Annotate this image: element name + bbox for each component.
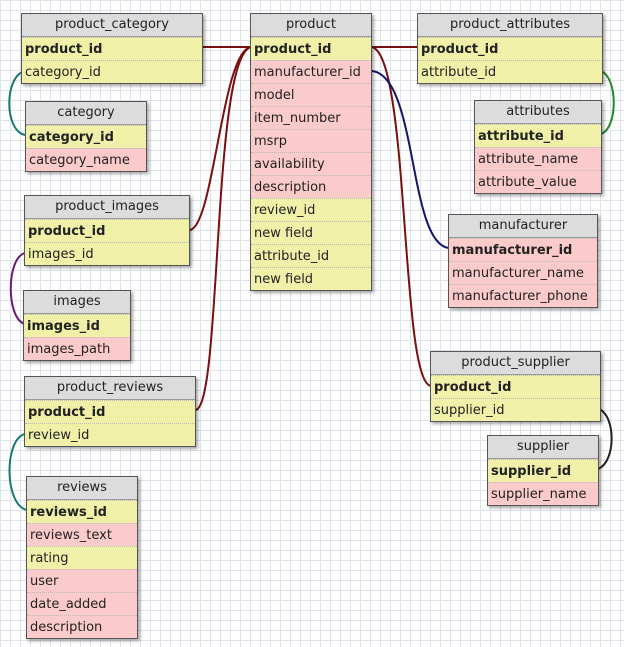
field-new-field-1[interactable]: new field: [251, 221, 371, 244]
field-description[interactable]: description: [251, 175, 371, 198]
table-title: product_category: [22, 14, 202, 37]
field-product_id[interactable]: product_id: [418, 37, 602, 60]
link-product_supplier-supplier: [597, 408, 613, 470]
field-manufacturer_id[interactable]: manufacturer_id: [251, 60, 371, 83]
table-product_images[interactable]: product_images product_id images_id: [24, 195, 190, 266]
link-product-product_images: [189, 46, 252, 231]
field-manufacturer_id[interactable]: manufacturer_id: [449, 238, 597, 261]
table-title: product_images: [25, 196, 189, 219]
table-manufacturer[interactable]: manufacturer manufacturer_id manufacture…: [448, 214, 598, 308]
table-title: supplier: [488, 436, 598, 459]
table-title: attributes: [475, 101, 601, 124]
field-manufacturer_name[interactable]: manufacturer_name: [449, 261, 597, 284]
field-images_id[interactable]: images_id: [24, 314, 130, 337]
link-product_attributes-attributes: [600, 70, 615, 135]
field-category_id[interactable]: category_id: [26, 125, 146, 148]
field-new-field-2[interactable]: new field: [251, 267, 371, 290]
table-product_attributes[interactable]: product_attributes product_id attribute_…: [417, 13, 603, 84]
field-msrp[interactable]: msrp: [251, 129, 371, 152]
field-images_path[interactable]: images_path: [24, 337, 130, 360]
table-product[interactable]: product product_id manufacturer_id model…: [250, 13, 372, 291]
field-item_number[interactable]: item_number: [251, 106, 371, 129]
table-title: reviews: [27, 477, 137, 500]
field-supplier_id[interactable]: supplier_id: [431, 398, 600, 421]
table-title: product_attributes: [418, 14, 602, 37]
link-product_reviews-reviews: [8, 433, 28, 511]
field-availability[interactable]: availability: [251, 152, 371, 175]
table-reviews[interactable]: reviews reviews_id reviews_text rating u…: [26, 476, 138, 639]
field-review_id[interactable]: review_id: [251, 198, 371, 221]
table-product_category[interactable]: product_category product_id category_id: [21, 13, 203, 84]
link-product_images-images: [9, 252, 26, 325]
table-title: product_reviews: [25, 377, 195, 400]
link-product_category-category: [8, 70, 26, 136]
table-category[interactable]: category category_id category_name: [25, 101, 147, 172]
field-attribute_id[interactable]: attribute_id: [251, 244, 371, 267]
field-product_id[interactable]: product_id: [22, 37, 202, 60]
table-title: product_supplier: [431, 352, 600, 375]
table-title: product: [251, 14, 371, 37]
table-images[interactable]: images images_id images_path: [23, 290, 131, 361]
field-attribute_name[interactable]: attribute_name: [475, 147, 601, 170]
field-rating[interactable]: rating: [27, 546, 137, 569]
field-date_added[interactable]: date_added: [27, 592, 137, 615]
field-product_id[interactable]: product_id: [25, 219, 189, 242]
field-images_id[interactable]: images_id: [25, 242, 189, 265]
link-product-product_reviews: [195, 46, 252, 411]
field-attribute_id[interactable]: attribute_id: [418, 60, 602, 83]
field-supplier_name[interactable]: supplier_name: [488, 482, 598, 505]
field-reviews_text[interactable]: reviews_text: [27, 523, 137, 546]
field-supplier_id[interactable]: supplier_id: [488, 459, 598, 482]
table-product_supplier[interactable]: product_supplier product_id supplier_id: [430, 351, 601, 422]
field-product_id[interactable]: product_id: [431, 375, 600, 398]
table-supplier[interactable]: supplier supplier_id supplier_name: [487, 435, 599, 506]
table-product_reviews[interactable]: product_reviews product_id review_id: [24, 376, 196, 447]
field-manufacturer_phone[interactable]: manufacturer_phone: [449, 284, 597, 307]
field-product_id[interactable]: product_id: [251, 37, 371, 60]
field-product_id[interactable]: product_id: [25, 400, 195, 423]
link-product-product_supplier: [371, 46, 432, 387]
table-attributes[interactable]: attributes attribute_id attribute_name a…: [474, 100, 602, 194]
field-category_id[interactable]: category_id: [22, 60, 202, 83]
link-product-manufacturer: [371, 70, 450, 249]
field-user[interactable]: user: [27, 569, 137, 592]
field-model[interactable]: model: [251, 83, 371, 106]
table-title: images: [24, 291, 130, 314]
field-attribute_value[interactable]: attribute_value: [475, 170, 601, 193]
field-category_name[interactable]: category_name: [26, 148, 146, 171]
table-title: category: [26, 102, 146, 125]
field-description[interactable]: description: [27, 615, 137, 638]
field-reviews_id[interactable]: reviews_id: [27, 500, 137, 523]
field-attribute_id[interactable]: attribute_id: [475, 124, 601, 147]
field-review_id[interactable]: review_id: [25, 423, 195, 446]
table-title: manufacturer: [449, 215, 597, 238]
